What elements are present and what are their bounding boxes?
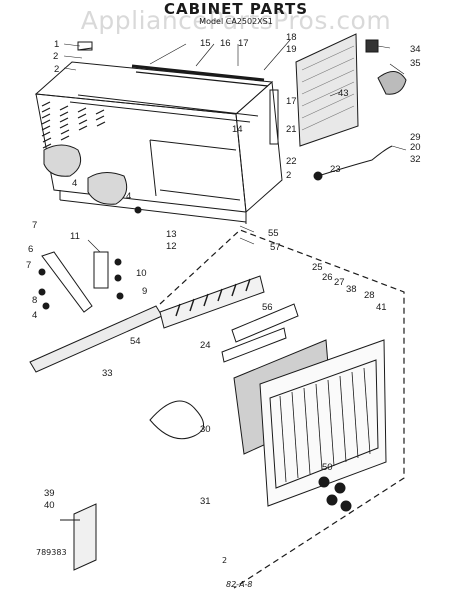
callout: 33 bbox=[102, 368, 113, 379]
callout: 40 bbox=[44, 500, 55, 511]
revision-mark: 82-A-8 bbox=[226, 580, 253, 589]
callout: 17 bbox=[286, 96, 297, 107]
callout: 22 bbox=[286, 156, 297, 167]
knob-part bbox=[377, 71, 407, 95]
page-number: 2 bbox=[222, 556, 228, 565]
callout: 28 bbox=[364, 290, 375, 301]
callout: 8 bbox=[32, 295, 37, 306]
bottom-bracket bbox=[60, 503, 97, 571]
callout: 43 bbox=[338, 88, 349, 99]
callout: 39 bbox=[44, 488, 55, 499]
callout: 56 bbox=[262, 302, 273, 313]
callout: 11 bbox=[70, 231, 80, 242]
coil-spring bbox=[149, 400, 204, 440]
callout-labels: 1 2 2 4 4 7 6 7 8 4 11 10 9 13 12 14 15 … bbox=[26, 32, 421, 511]
callout: 13 bbox=[166, 229, 177, 240]
model-number: Model CA2502XS1 bbox=[199, 17, 273, 26]
callout: 29 bbox=[410, 132, 421, 143]
callout: 2 bbox=[54, 64, 59, 75]
callout: 34 bbox=[410, 44, 421, 55]
callout: 12 bbox=[166, 241, 177, 252]
callout: 24 bbox=[200, 340, 211, 351]
callout: 9 bbox=[142, 286, 147, 297]
callout: 31 bbox=[200, 496, 211, 507]
callout: 14 bbox=[232, 124, 243, 135]
callout: 20 bbox=[410, 142, 421, 153]
callout: 7 bbox=[32, 220, 37, 231]
callout: 15 bbox=[200, 38, 211, 49]
callout: 4 bbox=[126, 191, 131, 202]
callout: 54 bbox=[130, 336, 141, 347]
callout: 6 bbox=[28, 244, 33, 255]
callout: 41 bbox=[376, 302, 387, 313]
screws bbox=[38, 206, 142, 310]
callout: 30 bbox=[200, 424, 211, 435]
callout: 35 bbox=[410, 58, 421, 69]
page-title: CABINET PARTS bbox=[163, 0, 309, 18]
callout: 17 bbox=[238, 38, 249, 49]
callout: 4 bbox=[32, 310, 37, 321]
callout: 57 bbox=[270, 242, 281, 253]
diagram-code: 789383 bbox=[36, 548, 67, 557]
callout: 16 bbox=[220, 38, 231, 49]
callout: 27 bbox=[334, 277, 345, 288]
front-grille bbox=[259, 339, 387, 507]
callout: 2 bbox=[53, 51, 58, 62]
vane-set bbox=[231, 303, 299, 343]
callout: 55 bbox=[268, 228, 279, 239]
callout: 1 bbox=[54, 39, 59, 50]
side-strip bbox=[269, 89, 279, 145]
power-cord bbox=[317, 145, 393, 177]
louver-slats bbox=[221, 327, 287, 363]
callout: 23 bbox=[330, 164, 341, 175]
callout: 19 bbox=[286, 44, 297, 55]
watermark: AppliancePartsPros.com bbox=[80, 6, 392, 35]
callout: 2 bbox=[286, 170, 291, 181]
callout: 10 bbox=[136, 268, 147, 279]
callout: 18 bbox=[286, 32, 297, 43]
callout: 7 bbox=[26, 260, 31, 271]
mounting-brackets bbox=[41, 41, 109, 313]
callout: 38 bbox=[346, 284, 357, 295]
callout: 25 bbox=[312, 262, 323, 273]
callout: 26 bbox=[322, 272, 333, 283]
support-rail bbox=[29, 305, 163, 373]
front-assembly-boundary bbox=[159, 229, 405, 589]
control-knobs bbox=[318, 476, 352, 512]
leader-lines bbox=[63, 39, 407, 253]
callout: 32 bbox=[410, 154, 421, 165]
cabinet-shell bbox=[34, 61, 283, 224]
callout: 50 bbox=[322, 462, 333, 473]
callout: 21 bbox=[286, 124, 297, 135]
clip-part bbox=[365, 39, 379, 53]
callout: 4 bbox=[72, 178, 77, 189]
control-panel bbox=[159, 275, 265, 329]
side-panel-filter bbox=[295, 33, 359, 147]
